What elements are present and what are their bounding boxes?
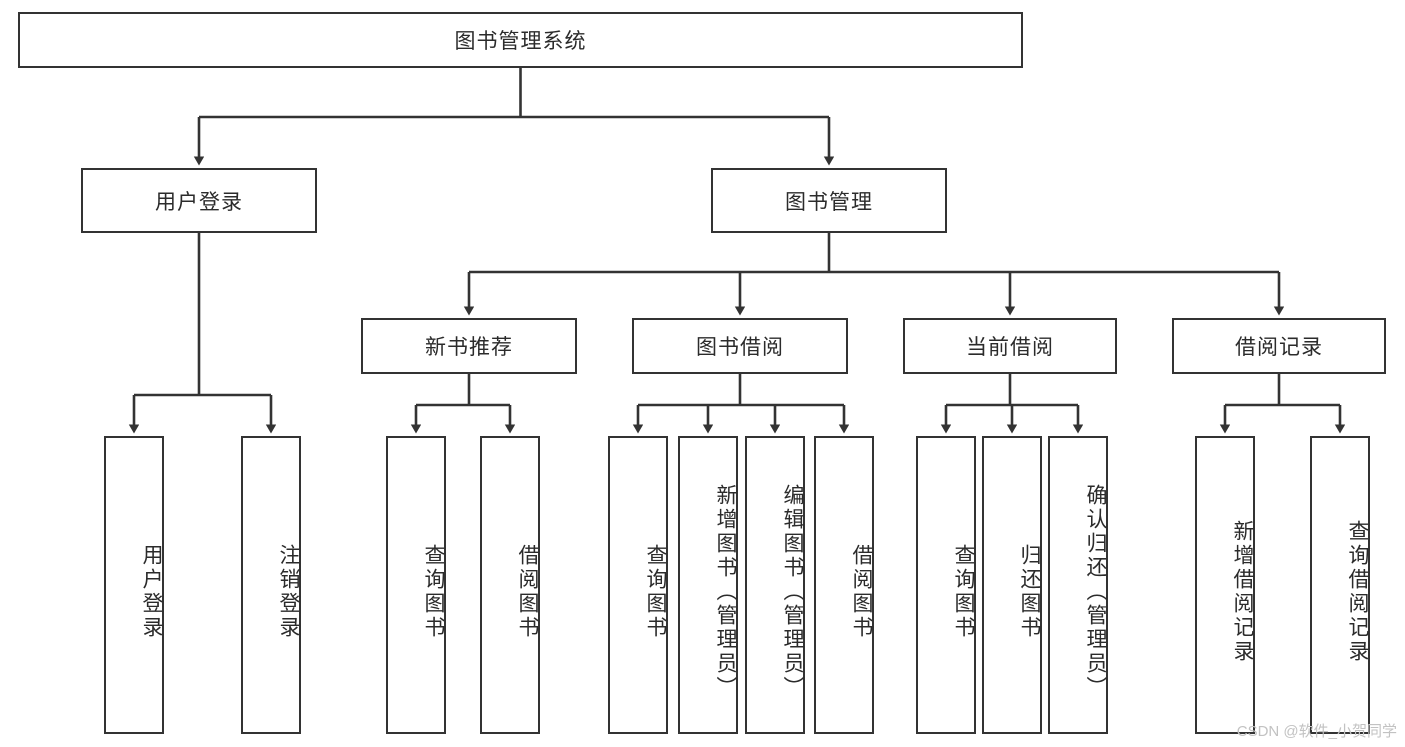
csdn-watermark: CSDN @软件_小贺同学 bbox=[1236, 723, 1397, 740]
node-newbooks[interactable]: 新书推荐 bbox=[361, 318, 577, 374]
node-label: 新增图书（管理员） bbox=[714, 484, 737, 700]
node-leaf-12[interactable]: 新增借阅记录 bbox=[1195, 436, 1255, 734]
node-bookmgmt[interactable]: 图书管理 bbox=[711, 168, 947, 233]
node-leaf-6[interactable]: 新增图书（管理员） bbox=[678, 436, 738, 734]
node-label: 用户登录 bbox=[155, 190, 243, 214]
node-label: 图书管理系统 bbox=[454, 30, 587, 53]
node-leaf-1[interactable]: 用户登录 bbox=[104, 436, 164, 734]
node-label: 查询图书 bbox=[422, 544, 445, 640]
node-label: 查询图书 bbox=[952, 544, 975, 640]
node-borrow[interactable]: 图书借阅 bbox=[632, 318, 848, 374]
node-label: 图书管理 bbox=[785, 190, 873, 214]
node-leaf-11[interactable]: 确认归还（管理员） bbox=[1048, 436, 1108, 734]
node-label: 借阅记录 bbox=[1235, 336, 1323, 359]
node-label: 用户登录 bbox=[140, 544, 163, 640]
node-leaf-9[interactable]: 查询图书 bbox=[916, 436, 976, 734]
node-leaf-5[interactable]: 查询图书 bbox=[608, 436, 668, 734]
node-label: 编辑图书（管理员） bbox=[781, 484, 804, 700]
node-label: 图书借阅 bbox=[696, 336, 784, 359]
node-leaf-10[interactable]: 归还图书 bbox=[982, 436, 1042, 734]
node-label: 查询借阅记录 bbox=[1346, 520, 1369, 664]
node-label: 新增借阅记录 bbox=[1231, 520, 1254, 664]
node-leaf-4[interactable]: 借阅图书 bbox=[480, 436, 540, 734]
node-label: 借阅图书 bbox=[850, 544, 873, 640]
node-label: 注销登录 bbox=[277, 544, 300, 640]
node-label: 查询图书 bbox=[644, 544, 667, 640]
node-root[interactable]: 图书管理系统 bbox=[18, 12, 1023, 68]
node-label: 当前借阅 bbox=[966, 336, 1054, 359]
node-label: 借阅图书 bbox=[516, 544, 539, 640]
node-records[interactable]: 借阅记录 bbox=[1172, 318, 1386, 374]
node-leaf-13[interactable]: 查询借阅记录 bbox=[1310, 436, 1370, 734]
node-login[interactable]: 用户登录 bbox=[81, 168, 317, 233]
node-label: 确认归还（管理员） bbox=[1084, 484, 1107, 700]
node-current[interactable]: 当前借阅 bbox=[903, 318, 1117, 374]
node-label: 新书推荐 bbox=[425, 336, 513, 359]
node-leaf-2[interactable]: 注销登录 bbox=[241, 436, 301, 734]
node-leaf-8[interactable]: 借阅图书 bbox=[814, 436, 874, 734]
node-leaf-7[interactable]: 编辑图书（管理员） bbox=[745, 436, 805, 734]
node-label: 归还图书 bbox=[1018, 544, 1041, 640]
node-leaf-3[interactable]: 查询图书 bbox=[386, 436, 446, 734]
